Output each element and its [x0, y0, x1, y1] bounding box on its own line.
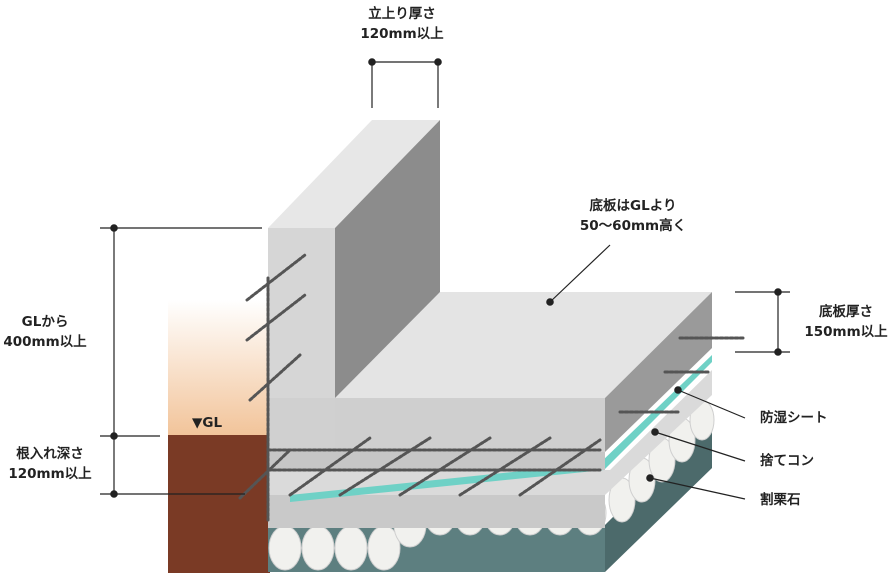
soil [168, 435, 270, 573]
height-from-gl-line2: 400mm以上 [3, 334, 87, 350]
slab-above-gl-line1: 底板はGLより [589, 198, 677, 214]
wall-top [268, 120, 440, 228]
slab-thickness-label: 底板厚さ 150mm以上 [796, 302, 896, 342]
rebars [238, 253, 747, 522]
wall-thickness-label: 立上り厚さ 120mm以上 [352, 4, 452, 44]
slab-front [330, 398, 605, 452]
slab-thickness-line2: 150mm以上 [804, 324, 888, 340]
slab-above-gl-line2: 50〜60mm高く [579, 218, 687, 234]
slab-above-gl-label: 底板はGLより 50〜60mm高く [568, 196, 698, 236]
gl-marker: ▼GL [192, 415, 223, 431]
above-ground-gradient [168, 300, 268, 435]
lean-concrete-front [268, 495, 605, 528]
lean-concrete-label: 捨てコン [760, 453, 814, 469]
height-from-gl-label: GLから 400mm以上 [0, 312, 90, 352]
wall-side-dark [335, 120, 440, 398]
embed-depth-line2: 120mm以上 [8, 466, 92, 482]
wall-front [268, 228, 335, 452]
footing-front [268, 452, 605, 470]
moisture-sheet [290, 355, 712, 502]
crushed-stone-label: 割栗石 [760, 492, 801, 508]
moisture-sheet-label: 防湿シート [760, 410, 828, 426]
embed-depth-line1: 根入れ深さ [16, 446, 84, 462]
slab-top [330, 292, 712, 398]
embed-depth-label: 根入れ深さ 120mm以上 [0, 444, 100, 484]
slab-thickness-line1: 底板厚さ [819, 304, 873, 320]
height-from-gl-line1: GLから [21, 314, 69, 330]
wall-thickness-line2: 120mm以上 [360, 26, 444, 42]
wall-thickness-line1: 立上り厚さ [368, 6, 436, 22]
dimension-lines [100, 58, 790, 500]
